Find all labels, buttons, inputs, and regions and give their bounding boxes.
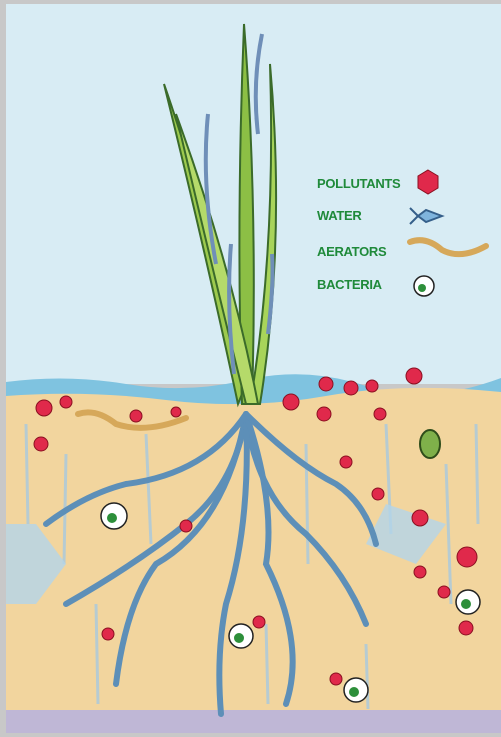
- legend-label-pollutants: POLLUTANTS: [317, 176, 400, 191]
- beetle-aerator: [420, 430, 440, 458]
- legend-aerators: AERATORS: [317, 244, 386, 259]
- wetland-plant-diagram: POLLUTANTS WATER AERATORS BACTERIA: [6, 4, 501, 733]
- legend-bacteria: BACTERIA: [317, 277, 382, 292]
- legend-water: WATER: [317, 208, 361, 223]
- legend-label-bacteria: BACTERIA: [317, 277, 382, 292]
- soil-bottom-band: [6, 710, 501, 733]
- legend-label-water: WATER: [317, 208, 361, 223]
- legend-pollutants: POLLUTANTS: [317, 176, 400, 191]
- legend-label-aerators: AERATORS: [317, 244, 386, 259]
